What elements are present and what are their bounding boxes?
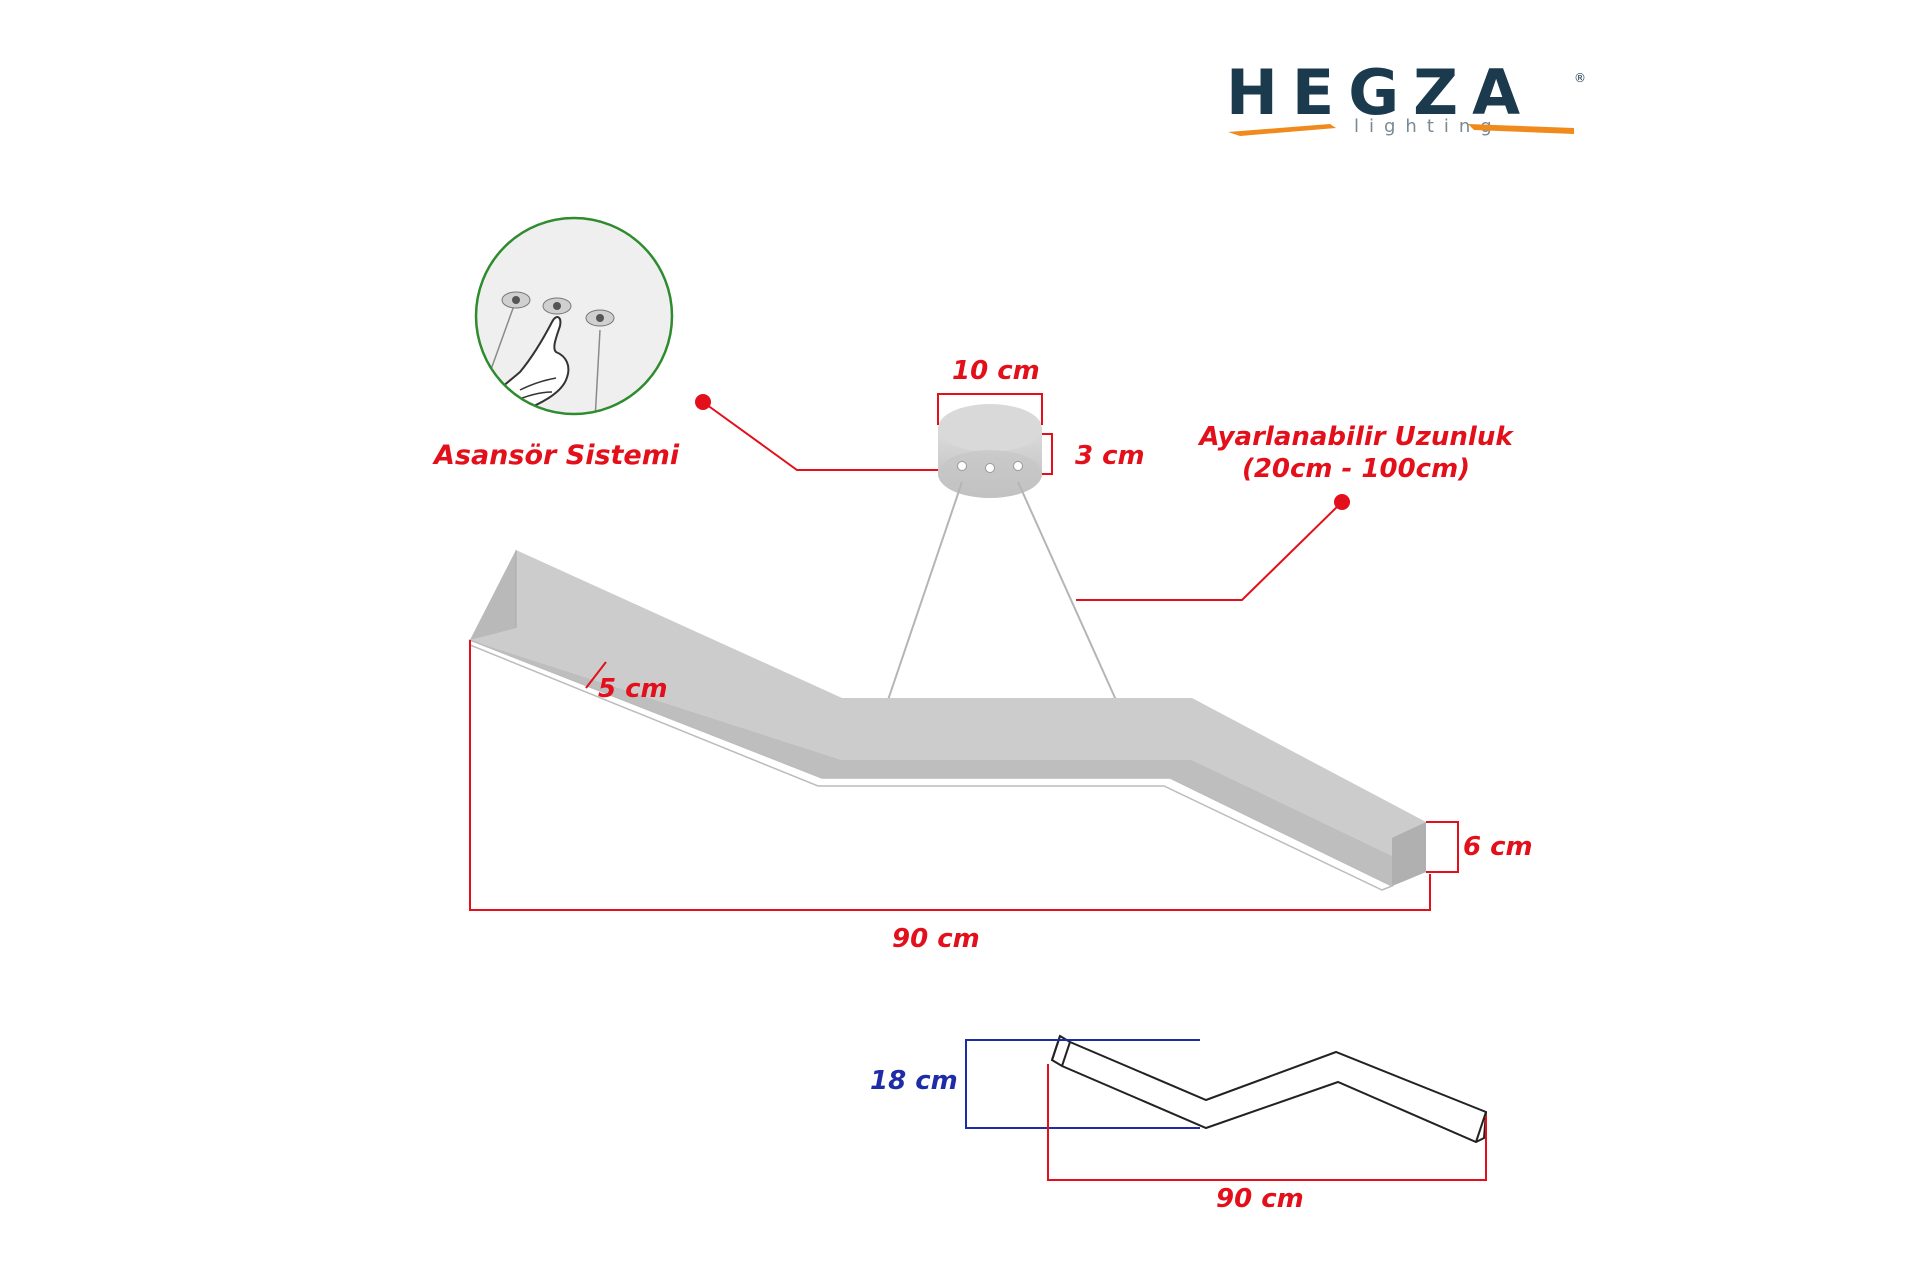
label-elevator-system: Asansör Sistemi	[434, 440, 680, 471]
dimension-canopy-height	[1042, 433, 1053, 475]
label-top-view-length: 90 cm	[1216, 1184, 1304, 1214]
brand-logo-subtitle: lighting	[1354, 116, 1502, 137]
suspension-wire-left	[887, 481, 963, 701]
suspension-wire-right	[1017, 481, 1117, 701]
leader-adjustable-length	[1076, 494, 1350, 601]
dimension-canopy-width	[937, 393, 1043, 425]
label-top-view-depth: 18 cm	[870, 1066, 958, 1096]
inset-elevator-system	[474, 216, 674, 416]
leader-elevator	[695, 394, 960, 471]
label-canopy-width: 10 cm	[952, 356, 1040, 386]
top-view-fixture-outline	[1050, 1034, 1488, 1144]
ceiling-canopy	[938, 404, 1042, 498]
dimension-top-view-depth	[965, 1039, 1200, 1129]
brand-logo-text: HEGZA	[1226, 56, 1535, 129]
label-adjustable-length-title: Ayarlanabilir Uzunluk	[1199, 422, 1513, 452]
label-canopy-height: 3 cm	[1075, 441, 1145, 471]
label-end-height: 6 cm	[1463, 832, 1533, 862]
brand-swoosh-icon	[1228, 124, 1336, 136]
linear-pendant-fixture	[469, 550, 1426, 891]
brand-swoosh-right-icon	[1468, 124, 1574, 134]
dimension-top-view-length	[1047, 1064, 1487, 1181]
dimension-end-height	[1426, 821, 1459, 873]
label-total-length: 90 cm	[892, 924, 980, 954]
label-adjustable-length-range: (20cm - 100cm)	[1241, 454, 1471, 484]
label-profile-depth: 5 cm	[598, 674, 668, 704]
dimension-total-length	[469, 640, 1431, 911]
brand-registered-mark: ®	[1574, 71, 1586, 85]
dimension-profile-depth-tick	[585, 661, 607, 689]
